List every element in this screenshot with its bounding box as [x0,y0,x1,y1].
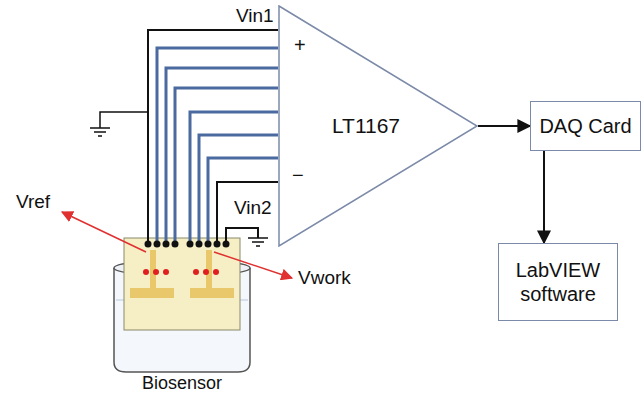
node-text: LT1167 [332,113,400,138]
node-text: DAQ Card [539,114,631,138]
signal-name: Vin2 [234,198,272,219]
input-sign: − [292,164,304,186]
input-sign: + [294,34,306,56]
sensor-strip [124,238,240,330]
pin-dots [145,241,230,248]
wires [100,30,278,244]
signal-arrow [478,125,530,127]
node-text: LabVIEW software [508,258,608,306]
vref-leader [62,212,146,252]
process-box: DAQ Card [530,101,641,151]
signal-name: Vref [16,192,50,213]
signal-name: Vwork [298,268,351,289]
vwork-leader [214,252,292,278]
signal-arrow [543,151,545,243]
signal-name: Vin1 [236,6,274,27]
process-box: LabVIEW software [498,243,618,321]
part-name: Biosensor [142,374,222,394]
ground-symbol [90,128,268,246]
amplifier-triangle: LT1167 [278,5,478,247]
